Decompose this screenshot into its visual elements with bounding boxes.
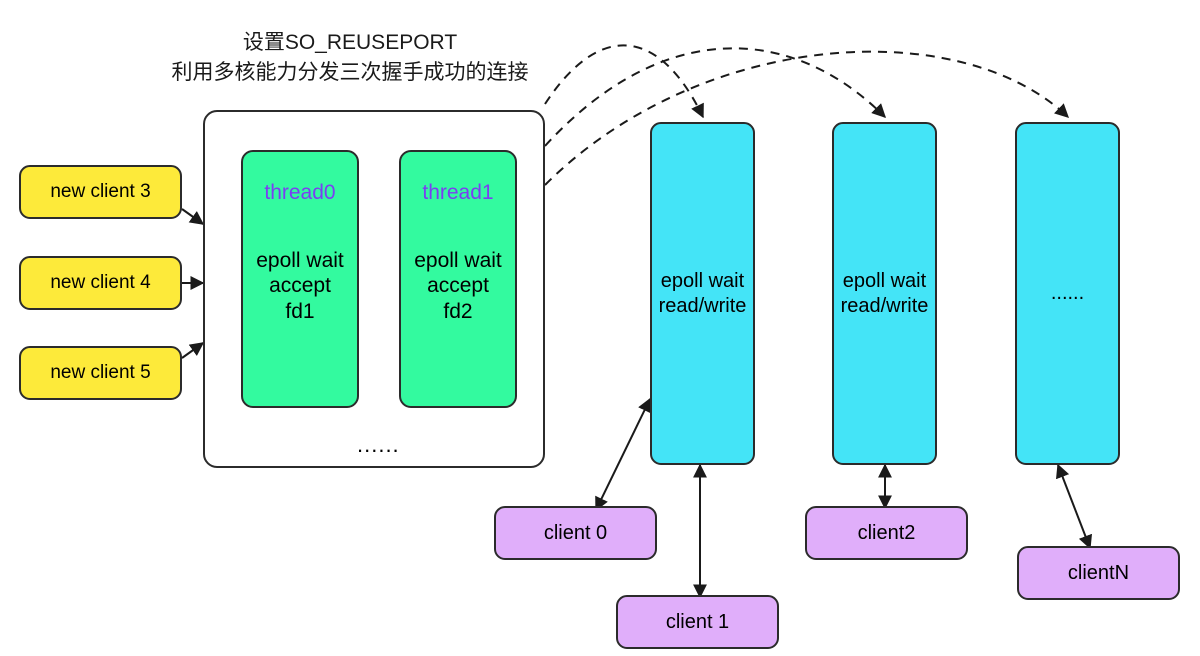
- new-client-label-3: new client 3: [50, 181, 151, 203]
- client-box-N: clientN: [1017, 546, 1180, 600]
- client-label-1: client 1: [665, 610, 730, 633]
- worker-box-2: ......: [1015, 122, 1120, 465]
- thread-label-1: thread1: [422, 181, 494, 204]
- client-label-0: client 0: [543, 521, 608, 544]
- client-label-2: client2: [857, 521, 916, 544]
- worker-label-0: epoll wait read/write: [658, 270, 747, 317]
- new-client-label-4: new client 4: [50, 272, 151, 294]
- diagram-title: 设置SO_REUSEPORT 利用多核能力分发三次握手成功的连接: [171, 31, 529, 85]
- edge-dispatch-worker1: [544, 44, 704, 119]
- edge-worker1-client0: [595, 397, 651, 512]
- new-client-box-5: new client 5: [19, 346, 182, 400]
- server-container-ellipsis: ......: [357, 432, 400, 457]
- new-client-label-5: new client 5: [50, 362, 151, 384]
- edge-newclient5-to-server: [181, 342, 205, 359]
- edge-dispatch-worker3: [544, 50, 1070, 186]
- thread-box-1: thread1 epoll wait accept fd2: [399, 150, 517, 408]
- thread-label-0: thread0: [264, 181, 336, 204]
- client-box-1: client 1: [616, 595, 779, 649]
- client-label-N: clientN: [1067, 561, 1130, 584]
- thread-body-0: epoll wait accept fd1: [256, 248, 344, 323]
- new-client-box-4: new client 4: [19, 256, 182, 310]
- thread-body-1: epoll wait accept fd2: [414, 248, 502, 323]
- new-client-box-3: new client 3: [19, 165, 182, 219]
- client-box-2: client2: [805, 506, 968, 560]
- client-box-0: client 0: [494, 506, 657, 560]
- worker-label-1: epoll wait read/write: [840, 270, 929, 317]
- worker-box-1: epoll wait read/write: [832, 122, 937, 465]
- edge-newclient3-to-server: [181, 208, 205, 225]
- edge-worker3-clientN: [1056, 463, 1092, 550]
- worker-box-0: epoll wait read/write: [650, 122, 755, 465]
- thread-box-0: thread0 epoll wait accept fd1: [241, 150, 359, 408]
- worker-label-2: ......: [1050, 282, 1085, 305]
